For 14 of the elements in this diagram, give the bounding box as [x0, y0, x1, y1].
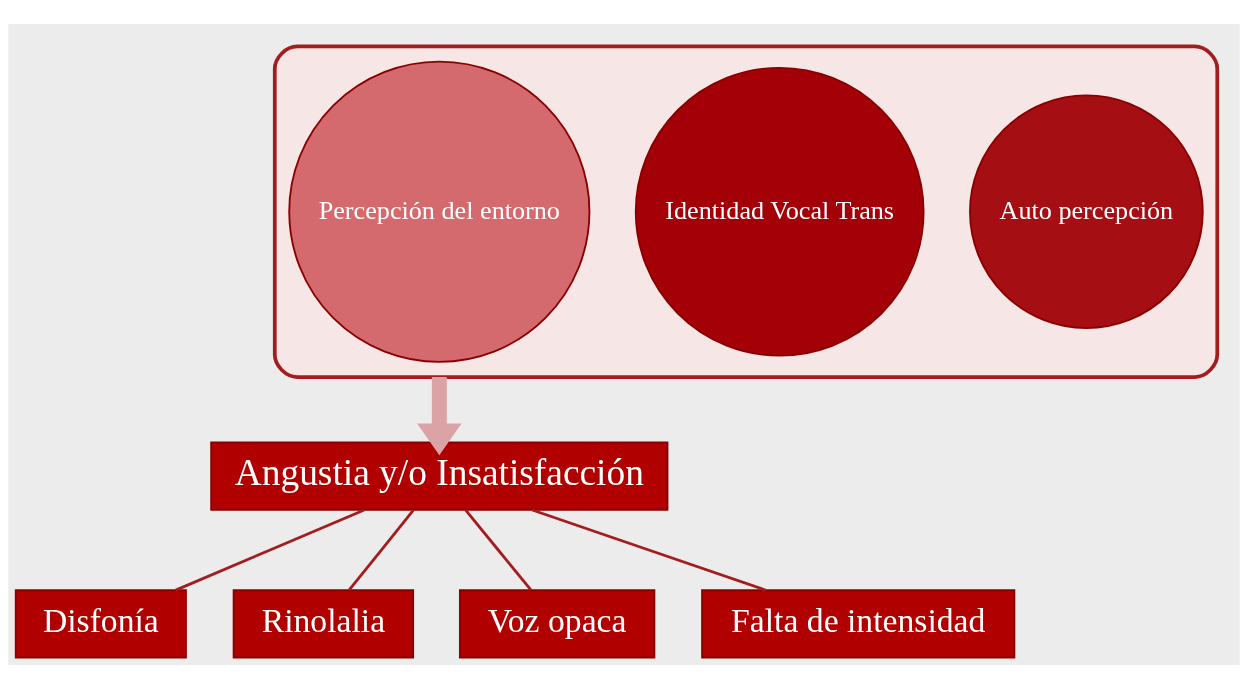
connector [531, 508, 766, 592]
node-circle: Auto percepción [969, 94, 1204, 330]
arrow [417, 377, 462, 456]
cluster [272, 44, 1220, 379]
node-box: Falta de intensidad [701, 589, 1016, 659]
node-box: Rinolalia [232, 589, 415, 659]
connector [347, 509, 415, 591]
node-circle: Identidad Vocal Trans [634, 66, 925, 357]
node-circle: Percepción del entorno [288, 60, 591, 363]
node-box: Voz opaca [458, 589, 656, 659]
connector [464, 509, 533, 591]
node-box: Angustia y/o Insatisfacción [210, 441, 669, 511]
connector [175, 508, 365, 592]
node-box: Disfonía [14, 589, 187, 659]
